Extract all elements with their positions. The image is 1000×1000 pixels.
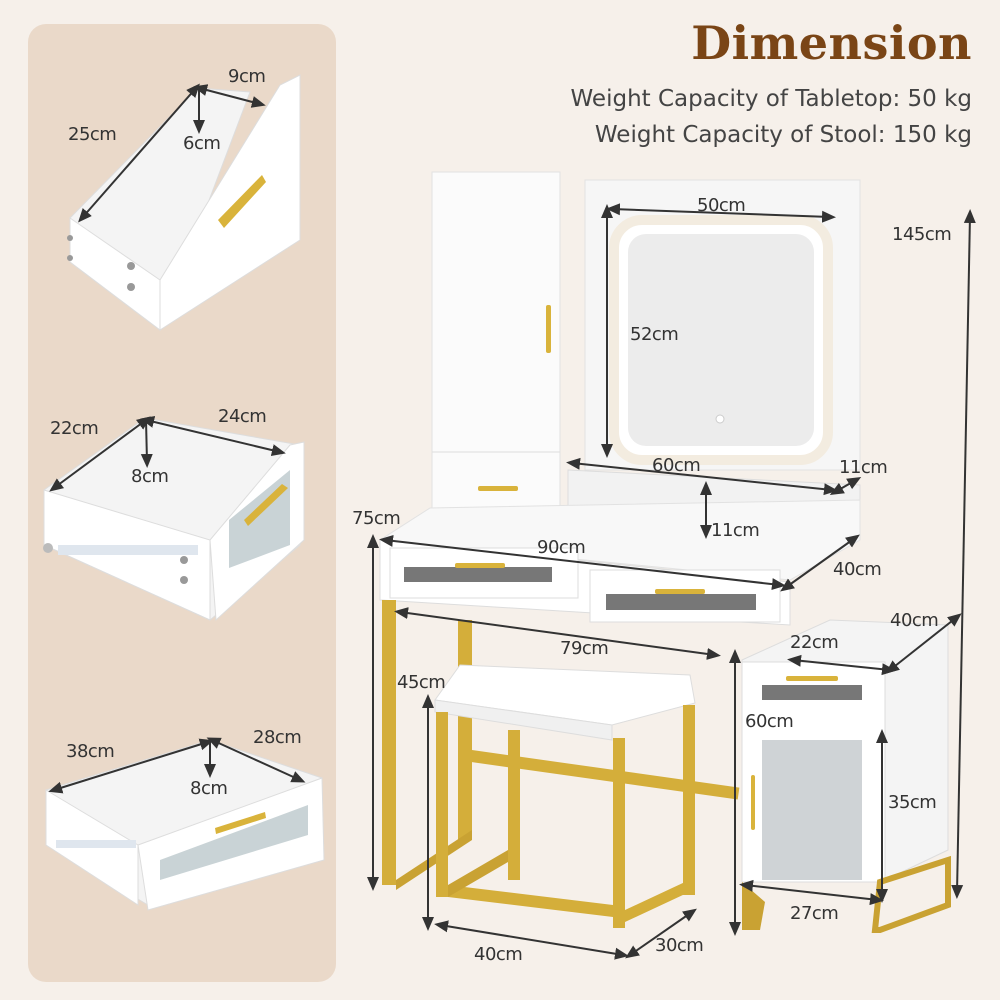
large-drawer-depth: 8cm bbox=[190, 778, 228, 799]
medium-drawer-length: 22cm bbox=[50, 418, 99, 439]
table-width: 90cm bbox=[537, 537, 586, 558]
small-drawer-width: 9cm bbox=[228, 66, 266, 87]
shelf-height: 11cm bbox=[711, 520, 760, 541]
medium-drawer-depth: 8cm bbox=[131, 466, 169, 487]
cabinet-width: 22cm bbox=[790, 632, 839, 653]
page-title: Dimension bbox=[691, 16, 972, 70]
cabinet-depth: 40cm bbox=[890, 610, 939, 631]
stool-capacity: Weight Capacity of Stool: 150 kg bbox=[594, 122, 972, 148]
shelf-width: 60cm bbox=[652, 455, 701, 476]
stool-height: 45cm bbox=[397, 672, 446, 693]
mirror-height: 52cm bbox=[630, 324, 679, 345]
table-height: 75cm bbox=[352, 508, 401, 529]
cabinet-base-width: 27cm bbox=[790, 903, 839, 924]
mirror-width: 50cm bbox=[697, 195, 746, 216]
table-depth: 40cm bbox=[833, 559, 882, 580]
stool-depth: 30cm bbox=[655, 935, 704, 956]
leg-span: 79cm bbox=[560, 638, 609, 659]
medium-drawer-image bbox=[43, 417, 305, 622]
total-height: 145cm bbox=[892, 224, 952, 245]
small-drawer-image bbox=[67, 74, 301, 332]
tabletop-capacity: Weight Capacity of Tabletop: 50 kg bbox=[570, 86, 972, 112]
large-drawer-image bbox=[45, 739, 325, 911]
shelf-depth: 11cm bbox=[839, 457, 888, 478]
cabinet-height: 60cm bbox=[745, 711, 794, 732]
small-drawer-depth: 6cm bbox=[183, 133, 221, 154]
large-drawer-length: 38cm bbox=[66, 741, 115, 762]
large-drawer-width: 28cm bbox=[253, 727, 302, 748]
medium-drawer-width: 24cm bbox=[218, 406, 267, 427]
vanity-image bbox=[378, 171, 951, 933]
cabinet-door-height: 35cm bbox=[888, 792, 937, 813]
stool-width: 40cm bbox=[474, 944, 523, 965]
small-drawer-length: 25cm bbox=[68, 124, 117, 145]
